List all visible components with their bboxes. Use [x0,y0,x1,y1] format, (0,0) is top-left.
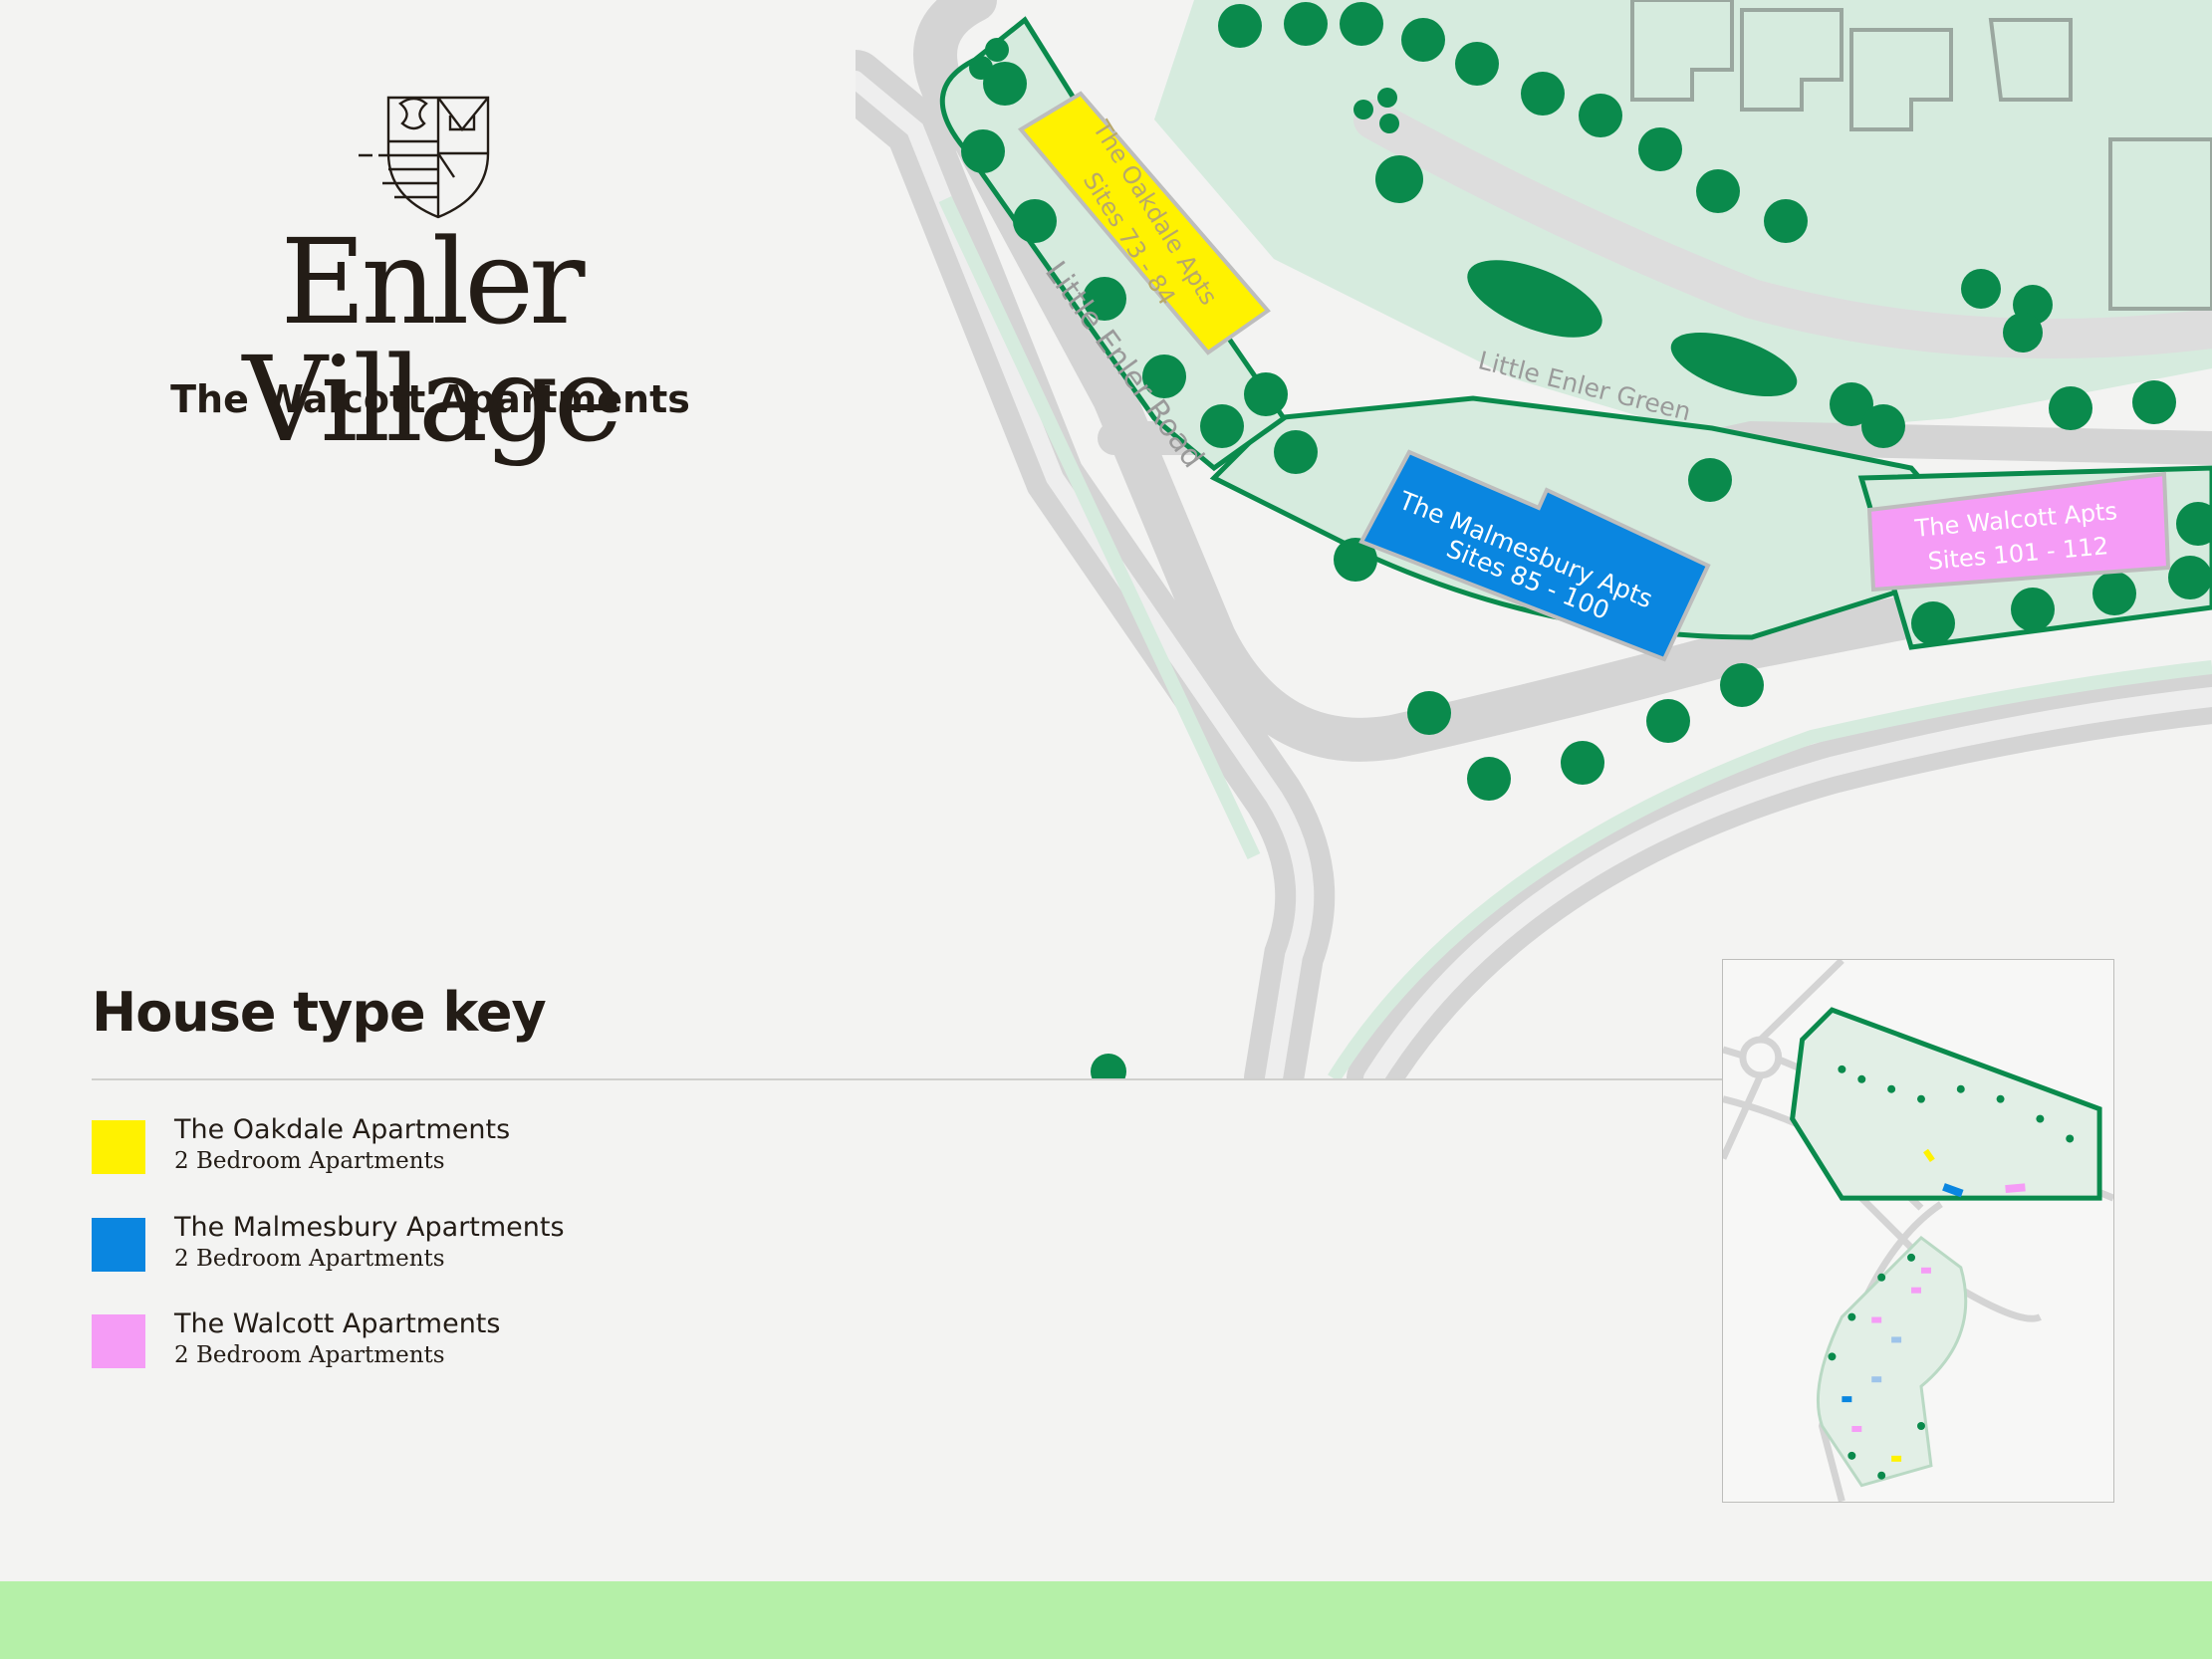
overview-inset-map [1722,959,2114,1503]
footer-band [0,1581,2212,1659]
key-item-description: 2 Bedroom Apartments [174,1246,445,1272]
key-item-name: The Oakdale Apartments [174,1114,511,1145]
logo-crest-icon [359,96,490,219]
key-divider [92,1078,1722,1080]
brand-subtitle: The Walcott Apartments [170,377,690,421]
key-item-name: The Walcott Apartments [174,1308,501,1339]
key-title: House type key [92,981,547,1044]
key-item-name: The Malmesbury Apartments [174,1212,565,1243]
site-plan-map: The Oakdale Apts Sites 73 - 84 The Malme… [856,0,2212,1078]
key-item-oakdale: The Oakdale Apartments 2 Bedroom Apartme… [92,1115,789,1179]
key-swatch-walcott [92,1314,145,1368]
block-walcott: The Walcott Apts Sites 101 - 112 [1866,471,2171,592]
key-swatch-oakdale [92,1120,145,1174]
brand-title: Enler Village [242,213,622,468]
key-swatch-malmesbury [92,1218,145,1272]
key-item-description: 2 Bedroom Apartments [174,1148,445,1174]
key-item-walcott: The Walcott Apartments 2 Bedroom Apartme… [92,1309,789,1373]
key-item-description: 2 Bedroom Apartments [174,1342,445,1368]
key-item-malmesbury: The Malmesbury Apartments 2 Bedroom Apar… [92,1213,789,1277]
